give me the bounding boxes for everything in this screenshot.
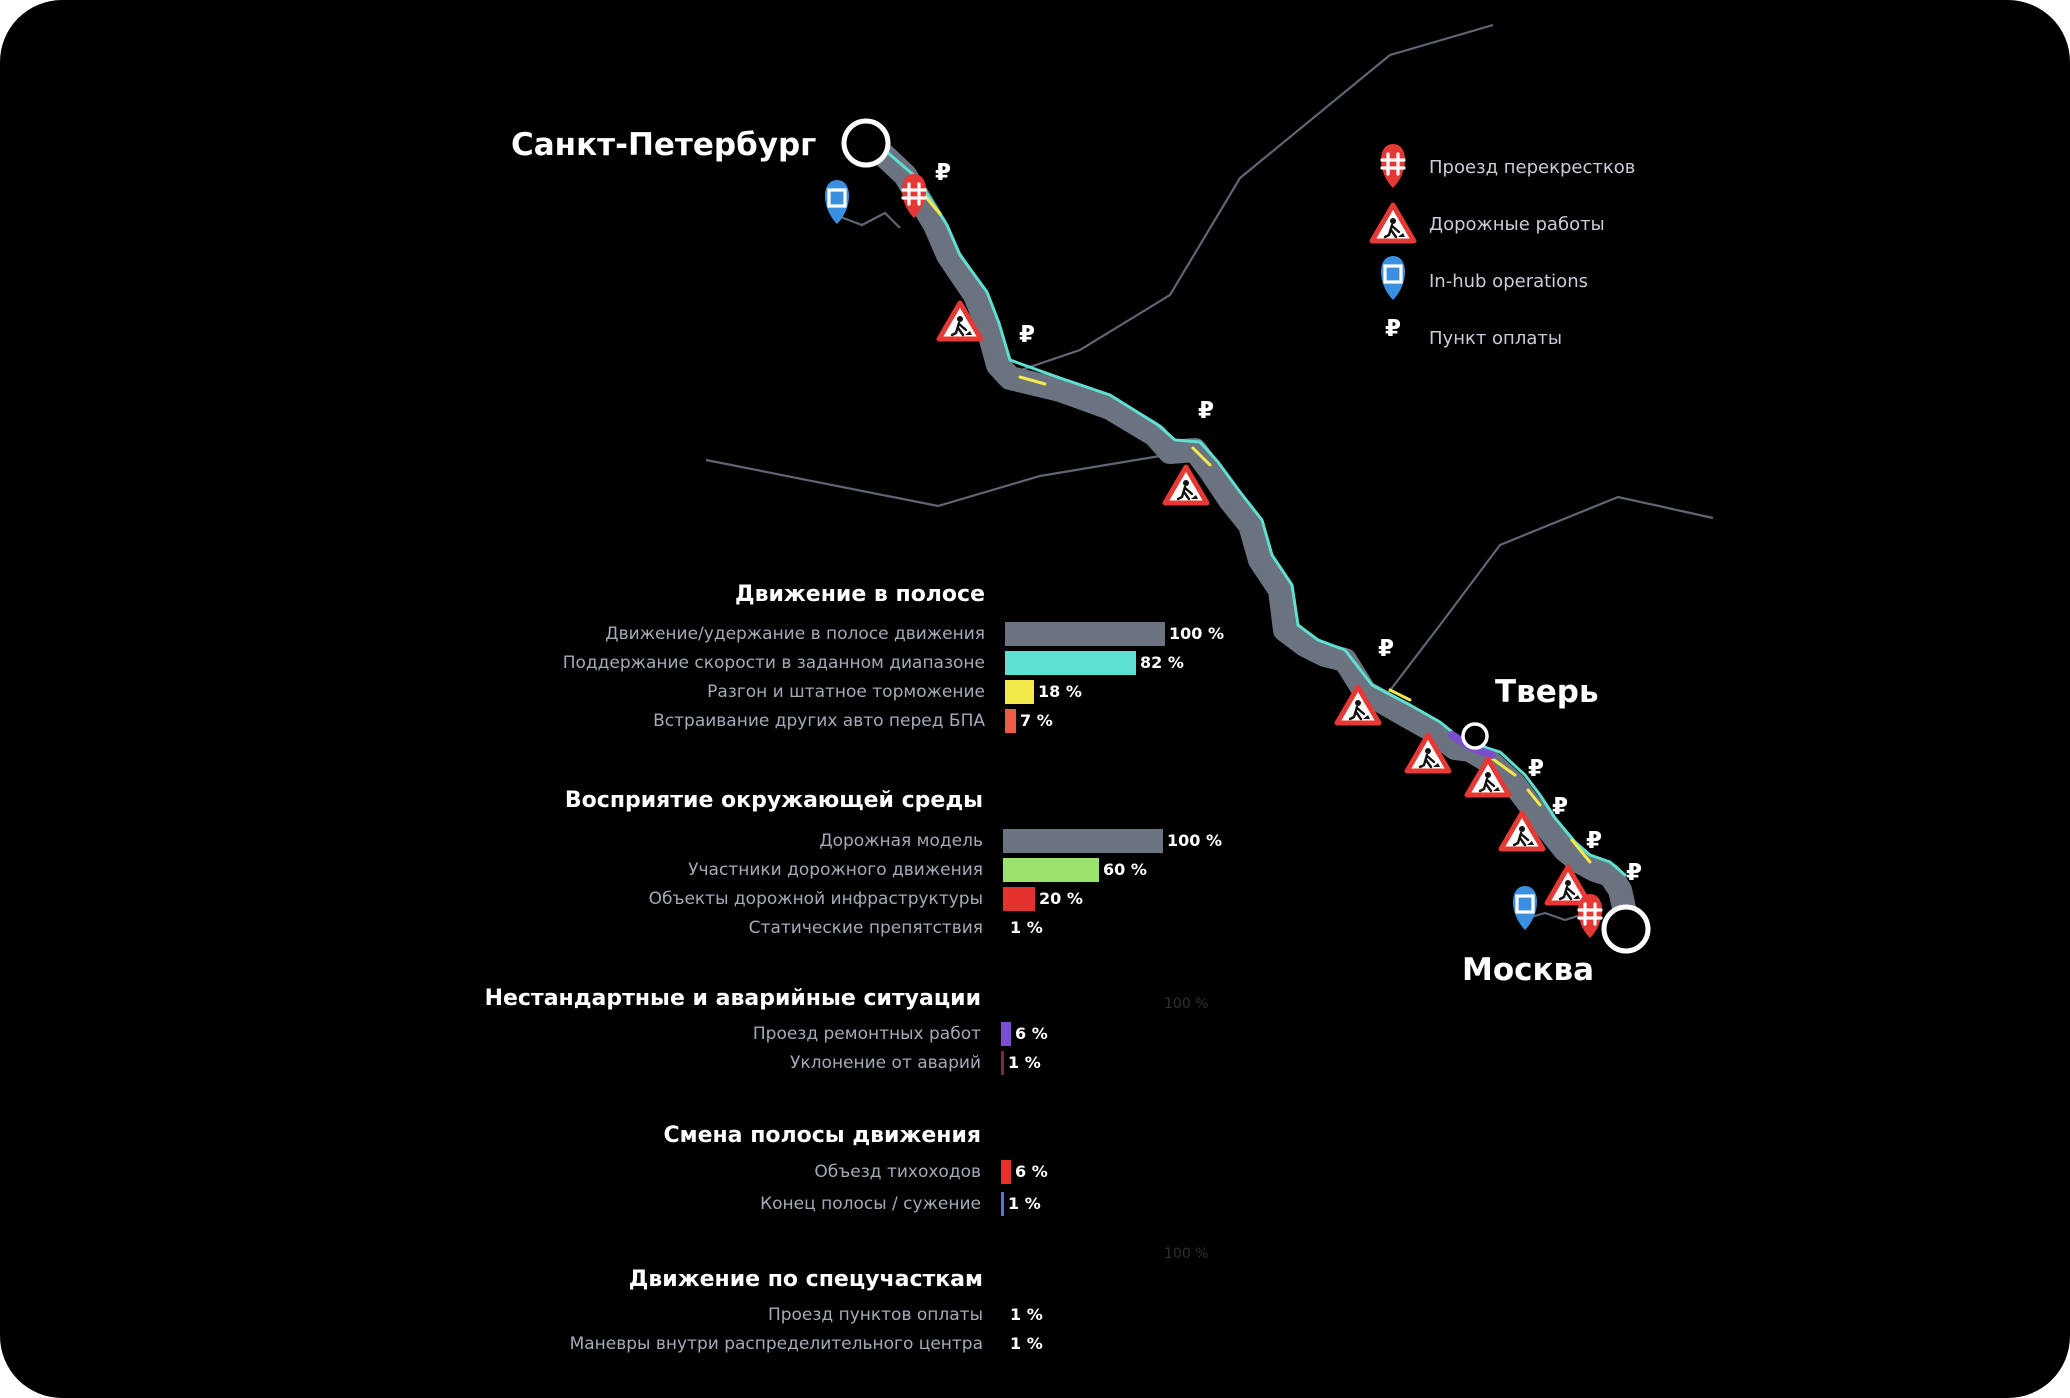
metric-value: 1 % bbox=[1010, 1334, 1043, 1353]
metric-row: Уклонение от аварий 1 % bbox=[0, 1051, 1041, 1075]
section-title: Нестандартные и аварийные ситуации bbox=[484, 986, 981, 1011]
toll-icon: ₽ bbox=[1385, 316, 1401, 342]
city-label-spb: Санкт-Петербург bbox=[511, 127, 816, 163]
metric-bar bbox=[1005, 622, 1165, 646]
metric-bar bbox=[1003, 858, 1099, 882]
metric-value: 7 % bbox=[1020, 711, 1053, 730]
metric-row: Проезд пунктов оплаты 1 % bbox=[0, 1303, 1043, 1327]
city-label-moscow: Москва bbox=[1462, 952, 1594, 988]
metric-row: Участники дорожного движения 60 % bbox=[0, 858, 1147, 882]
section-perception: Восприятие окружающей среды Дорожная мод… bbox=[0, 786, 1222, 946]
metric-row: Объекты дорожной инфраструктуры 20 % bbox=[0, 887, 1083, 911]
context-roads bbox=[705, 23, 1714, 922]
metric-value: 1 % bbox=[1010, 918, 1043, 937]
metric-row: Проезд ремонтных работ 6 % bbox=[0, 1022, 1048, 1046]
roadworks-icon bbox=[1372, 205, 1414, 241]
metric-label: Маневры внутри распределительного центра bbox=[569, 1334, 983, 1354]
tver-waypoint-marker bbox=[1461, 722, 1489, 750]
metric-value: 18 % bbox=[1038, 682, 1082, 701]
metric-bar bbox=[1003, 829, 1163, 853]
metric-bar bbox=[1001, 1051, 1004, 1075]
toll-icon[interactable]: ₽ bbox=[1198, 398, 1214, 424]
metric-label: Уклонение от аварий bbox=[790, 1053, 981, 1073]
section-special-zones: Движение по спецучасткам 100 % Проезд пу… bbox=[0, 1246, 1208, 1365]
metric-row: Поддержание скорости в заданном диапазон… bbox=[0, 651, 1184, 675]
metric-value: 60 % bbox=[1103, 860, 1147, 879]
map-legend: Проезд перекрестков Дорожные работы In-h… bbox=[1372, 142, 1635, 349]
metric-value: 1 % bbox=[1008, 1194, 1041, 1213]
ghost-value: 100 % bbox=[1164, 996, 1209, 1012]
metric-label: Статические препятствия bbox=[748, 918, 983, 938]
metric-value: 6 % bbox=[1015, 1024, 1048, 1043]
metric-row: Дорожная модель 100 % bbox=[0, 829, 1222, 853]
metric-label: Разгон и штатное торможение bbox=[707, 682, 985, 702]
metric-value: 1 % bbox=[1008, 1053, 1041, 1072]
spb-endpoint-marker bbox=[841, 118, 891, 168]
legend-label: Проезд перекрестков bbox=[1429, 157, 1635, 178]
section-lane-change: Смена полосы движения Объезд тихоходов 6… bbox=[0, 1121, 1048, 1221]
legend-label: Пункт оплаты bbox=[1429, 328, 1562, 349]
metric-bar bbox=[1003, 887, 1035, 911]
metric-bar bbox=[1003, 1303, 1006, 1327]
metric-row: Разгон и штатное торможение 18 % bbox=[0, 680, 1082, 704]
metric-bar bbox=[1005, 709, 1016, 733]
moscow-endpoint-marker bbox=[1601, 904, 1651, 954]
metric-bar bbox=[1001, 1192, 1004, 1216]
metric-bar bbox=[1001, 1160, 1011, 1184]
metric-bar bbox=[1003, 916, 1006, 940]
metric-label: Движение/удержание в полосе движения bbox=[605, 624, 985, 644]
metric-value: 20 % bbox=[1039, 889, 1083, 908]
metric-label: Дорожная модель bbox=[819, 831, 983, 851]
metric-value: 82 % bbox=[1140, 653, 1184, 672]
legend-label: In-hub operations bbox=[1429, 271, 1588, 292]
toll-icon[interactable]: ₽ bbox=[1378, 636, 1394, 662]
metric-row: Статические препятствия 1 % bbox=[0, 916, 1043, 940]
metric-label: Объекты дорожной инфраструктуры bbox=[648, 889, 983, 909]
metric-label: Проезд ремонтных работ bbox=[752, 1024, 981, 1044]
metric-bar bbox=[1003, 1332, 1006, 1356]
metric-row: Конец полосы / сужение 1 % bbox=[0, 1192, 1041, 1216]
toll-icon[interactable]: ₽ bbox=[1626, 860, 1642, 886]
metric-value: 6 % bbox=[1015, 1162, 1048, 1181]
metric-value: 100 % bbox=[1167, 831, 1222, 850]
metric-value: 1 % bbox=[1010, 1305, 1043, 1324]
hub-pin-icon[interactable] bbox=[1511, 884, 1539, 932]
toll-icon[interactable]: ₽ bbox=[1528, 756, 1544, 782]
metric-row: Объезд тихоходов 6 % bbox=[0, 1160, 1048, 1184]
section-title: Движение по спецучасткам bbox=[628, 1267, 983, 1292]
metric-label: Объезд тихоходов bbox=[814, 1162, 981, 1182]
hub-pin-icon bbox=[1379, 254, 1407, 302]
toll-icon[interactable]: ₽ bbox=[935, 160, 951, 186]
metric-label: Конец полосы / сужение bbox=[760, 1194, 981, 1214]
metric-row: Маневры внутри распределительного центра… bbox=[0, 1332, 1043, 1356]
legend-label: Дорожные работы bbox=[1429, 214, 1605, 235]
toll-icon[interactable]: ₽ bbox=[1552, 794, 1568, 820]
section-title: Восприятие окружающей среды bbox=[564, 788, 983, 813]
hub-pin-icon[interactable] bbox=[823, 178, 851, 226]
metric-bar bbox=[1005, 680, 1034, 704]
section-title: Смена полосы движения bbox=[663, 1123, 981, 1148]
metric-label: Встраивание других авто перед БПА bbox=[653, 711, 985, 731]
metric-label: Поддержание скорости в заданном диапазон… bbox=[562, 653, 985, 673]
toll-icon[interactable]: ₽ bbox=[1586, 828, 1602, 854]
metric-label: Участники дорожного движения bbox=[688, 860, 983, 880]
metric-label: Проезд пунктов оплаты bbox=[767, 1305, 983, 1325]
toll-icon[interactable]: ₽ bbox=[1019, 322, 1035, 348]
intersection-pin-icon bbox=[1379, 142, 1407, 190]
section-lane-driving: Движение в полосе Движение/удержание в п… bbox=[0, 580, 1224, 740]
city-label-tver: Тверь bbox=[1495, 674, 1599, 710]
section-title: Движение в полосе bbox=[734, 582, 985, 607]
metric-row: Встраивание других авто перед БПА 7 % bbox=[0, 709, 1053, 733]
metric-bar bbox=[1005, 651, 1136, 675]
section-emergency: Нестандартные и аварийные ситуации 100 %… bbox=[0, 984, 1208, 1084]
metric-value: 100 % bbox=[1169, 624, 1224, 643]
ghost-value: 100 % bbox=[1164, 1246, 1209, 1262]
metric-row: Движение/удержание в полосе движения 100… bbox=[0, 622, 1224, 646]
intersection-pin-icon[interactable] bbox=[1576, 892, 1604, 940]
metric-bar bbox=[1001, 1022, 1011, 1046]
